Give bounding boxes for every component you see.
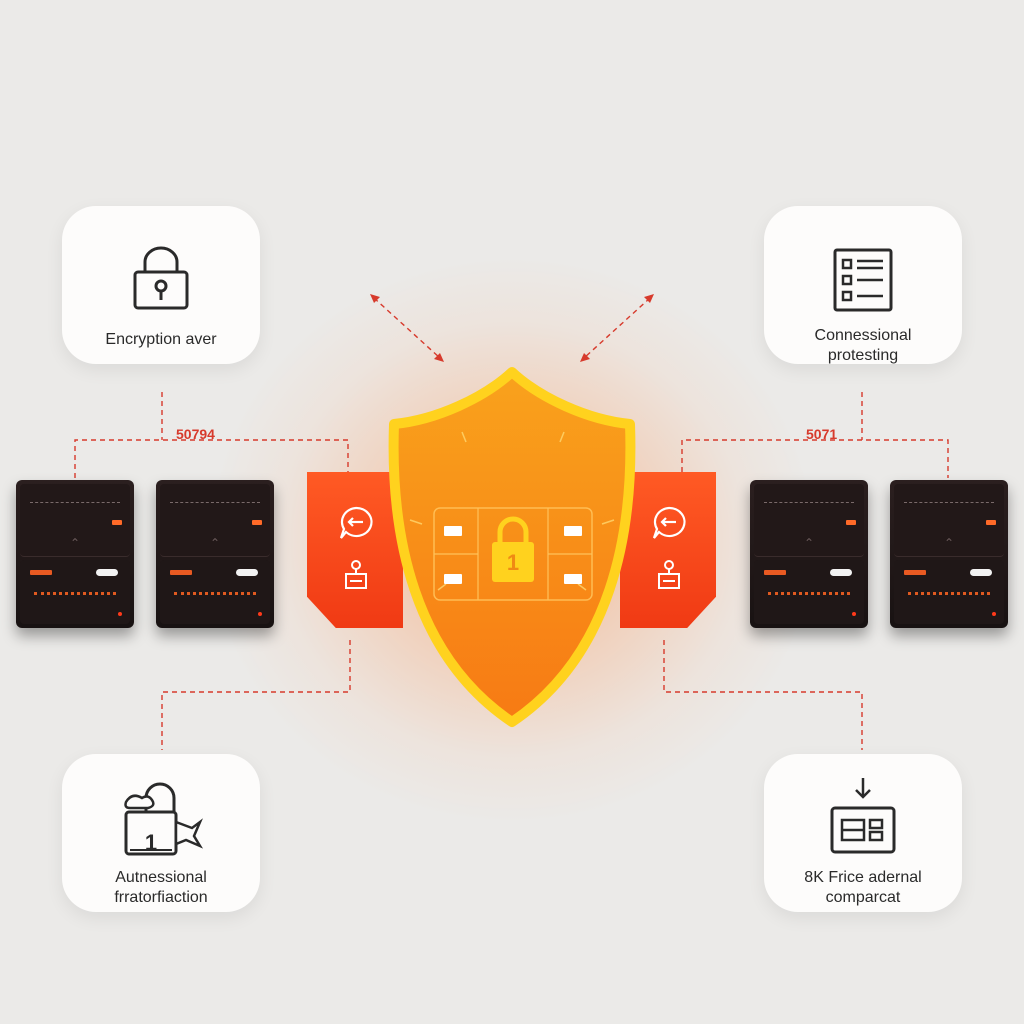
arrowhead-right-top [644, 294, 654, 303]
connector-bottom-left [161, 640, 351, 750]
label-line: Connessional [814, 327, 912, 344]
checklist-icon [764, 246, 962, 316]
connector-top-right-bus [681, 439, 949, 478]
device-left-outer: ⌃ [16, 480, 134, 628]
panel-download-icon [764, 774, 962, 864]
label-line: Encryption aver [105, 331, 217, 348]
label-line: comparcat [825, 889, 901, 906]
wing-right [620, 472, 716, 628]
label-line: 8K Frice adernal [804, 869, 922, 886]
device-bottom-panel [754, 560, 864, 624]
device-top-panel: ⌃ [20, 484, 130, 557]
location-card-icon [658, 560, 680, 589]
chevron-up-icon: ⌃ [69, 536, 81, 550]
card-frice-label: 8K Frice adernal comparcat [772, 868, 954, 908]
arrowhead-right-bottom [580, 353, 590, 362]
number-left: 50794 [176, 426, 215, 442]
device-top-panel: ⌃ [894, 484, 1004, 557]
device-right-outer: ⌃ [890, 480, 1008, 628]
arrowhead-left-top [370, 294, 380, 303]
device-top-panel: ⌃ [160, 484, 270, 557]
card-autnessional: 1 Autnessional frratorfiaction [62, 754, 260, 912]
card-autnessional-label: Autnessional frratorfiaction [70, 868, 252, 908]
card-encryption-label: Encryption aver [70, 330, 252, 350]
arrow-line-right [583, 297, 651, 359]
chevron-up-icon: ⌃ [209, 536, 221, 550]
wing-left [307, 472, 403, 628]
device-right-inner: ⌃ [750, 480, 868, 628]
location-card-icon [345, 560, 367, 589]
device-left-inner: ⌃ [156, 480, 274, 628]
padlock-digit: 1 [144, 830, 158, 855]
arrow-line-left [373, 297, 441, 359]
chevron-up-icon: ⌃ [943, 536, 955, 550]
arrowhead-left-bottom [434, 353, 444, 362]
padlock-icon [62, 246, 260, 316]
device-top-panel: ⌃ [754, 484, 864, 557]
shield-icon [388, 367, 636, 727]
connector-top-left-bus [74, 439, 349, 478]
card-connessional-label: Connessional protesting [772, 326, 954, 366]
card-connessional: Connessional protesting [764, 206, 962, 364]
shield-lock-body [492, 542, 534, 582]
chat-back-icon [339, 506, 373, 539]
label-line: frratorfiaction [114, 889, 208, 906]
chat-back-icon [652, 506, 686, 539]
card-encryption: Encryption aver [62, 206, 260, 364]
label-line: Autnessional [115, 869, 207, 886]
device-bottom-panel [160, 560, 270, 624]
device-bottom-panel [20, 560, 130, 624]
padlock-box-icon: 1 [62, 772, 260, 862]
connector-bottom-right [663, 640, 863, 750]
chevron-up-icon: ⌃ [803, 536, 815, 550]
number-right: 5071 [806, 426, 838, 442]
shield-lock-digit: 1 [506, 550, 520, 575]
device-bottom-panel [894, 560, 1004, 624]
card-frice: 8K Frice adernal comparcat [764, 754, 962, 912]
label-line: protesting [827, 347, 899, 364]
